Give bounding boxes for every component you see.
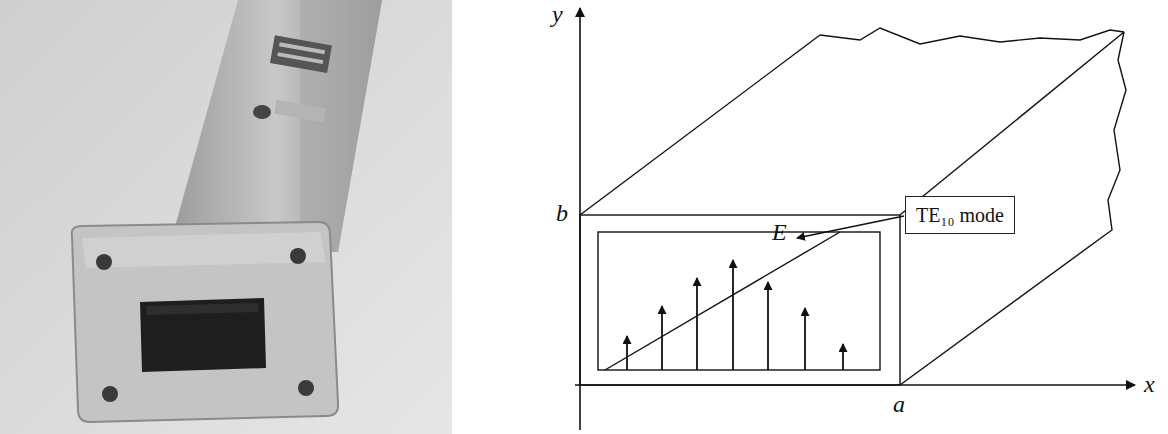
field-label: E — [772, 220, 787, 244]
axis-label: y — [552, 2, 563, 26]
mode-text: TE₁₀ mode — [916, 203, 1004, 227]
waveguide-outline — [580, 28, 1126, 385]
axis-label: x — [1144, 372, 1155, 396]
dimension-label: a — [893, 392, 905, 416]
waveguide-photo — [0, 0, 452, 434]
leader-line — [797, 216, 904, 238]
dimension-label: b — [556, 201, 568, 225]
e-field-arrows — [627, 260, 843, 370]
mode-box: TE₁₀ mode — [905, 196, 1015, 234]
